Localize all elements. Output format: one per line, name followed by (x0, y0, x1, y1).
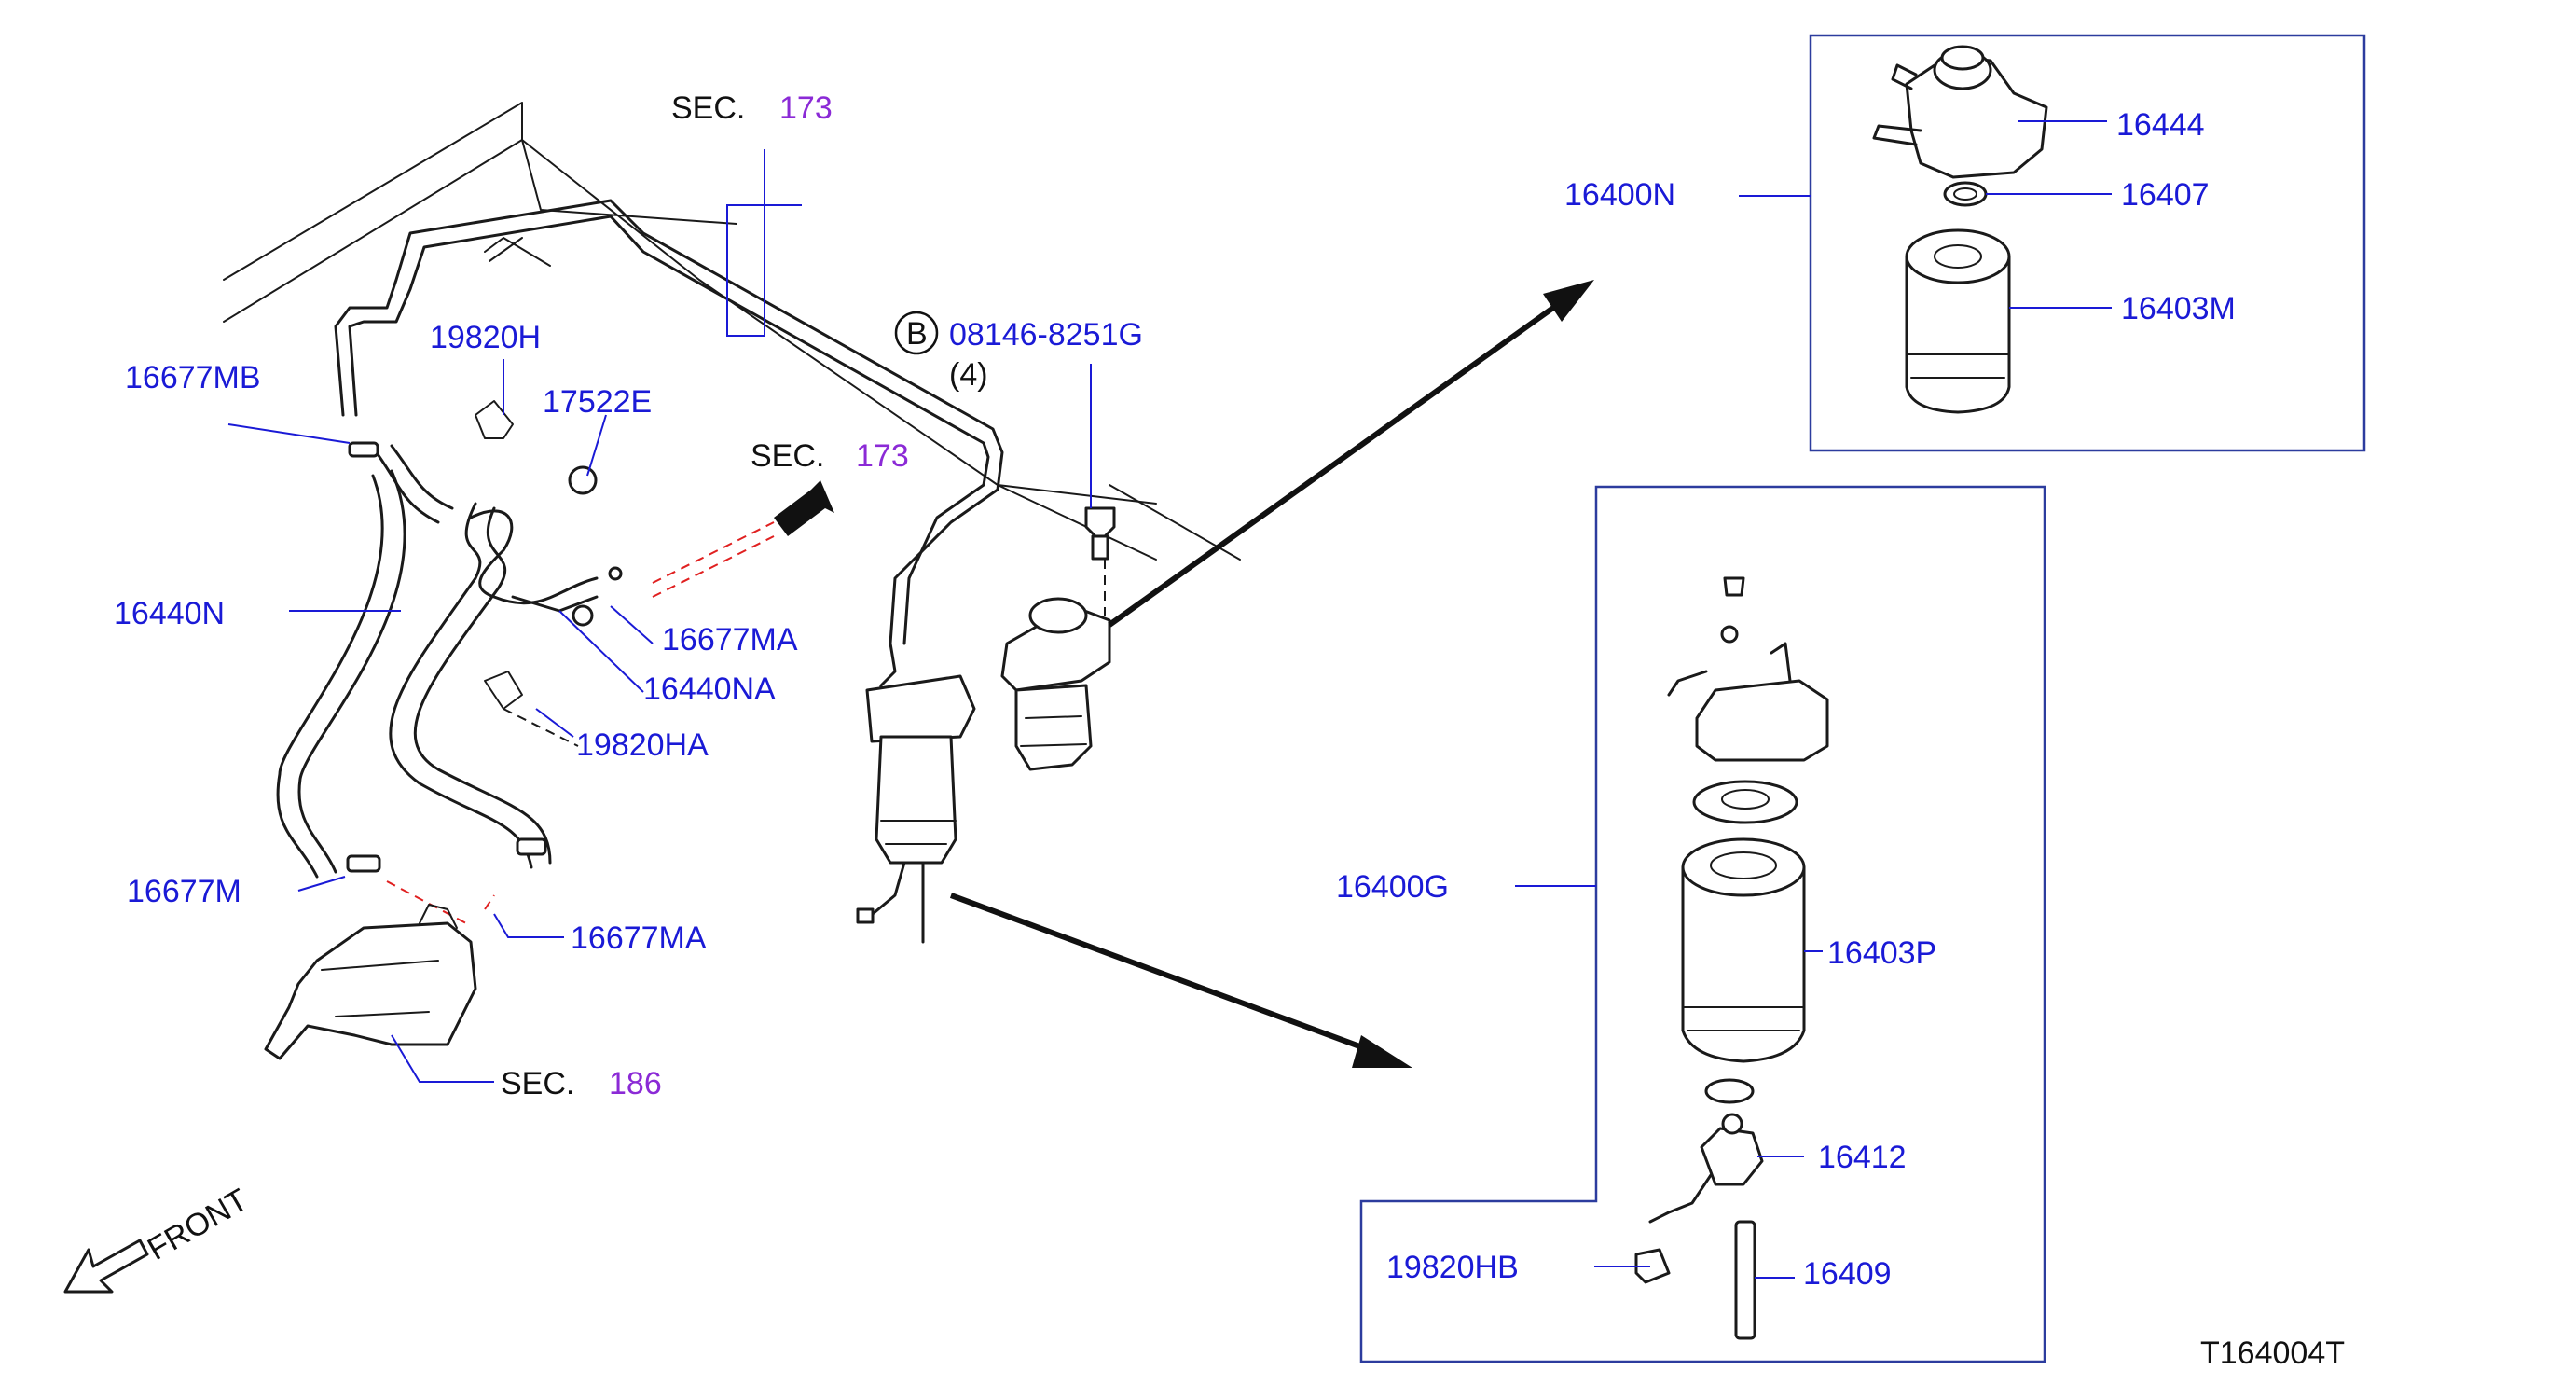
part-label-19820HB[interactable]: 19820HB (1386, 1250, 1519, 1285)
section-ref-middle-number[interactable]: 173 (856, 438, 909, 474)
o-ring (1704, 1078, 1755, 1104)
drain-plug-16412 (1648, 1113, 1764, 1224)
section-ref-top[interactable]: SEC. 173 (671, 90, 833, 126)
section-ref-middle[interactable]: SEC. 173 (751, 438, 909, 474)
part-label-16677MA-lower[interactable]: 16677MA (571, 920, 707, 956)
detail-box-16400G (1359, 485, 2046, 1363)
detail-box-16400N (1809, 34, 2366, 452)
filter-gasket-16400G (1692, 780, 1798, 824)
part-label-16407[interactable]: 16407 (2121, 177, 2210, 213)
part-label-16400N[interactable]: 16400N (1564, 177, 1675, 213)
section-ref-bottom[interactable]: SEC. 186 (501, 1066, 662, 1101)
bolt-circle-marker (894, 311, 939, 355)
bolt-circle-letter: B (906, 316, 928, 352)
fuel-filter-left-assembly (856, 674, 976, 944)
filter-element-16403P (1681, 837, 1806, 1063)
tube-16409 (1734, 1220, 1756, 1340)
front-label: FRONT (142, 1182, 254, 1266)
part-label-16677M[interactable]: 16677M (127, 874, 241, 909)
leader-lines (227, 120, 2112, 1279)
section-ref-middle-word: SEC. (751, 438, 824, 474)
section-ref-top-number[interactable]: 173 (779, 90, 833, 126)
hose-16440NA (389, 502, 599, 869)
bolt-part-number[interactable]: 08146-8251G (949, 317, 1143, 353)
bolt-08146-8251G (1084, 506, 1116, 561)
priming-pump-16444 (1872, 45, 2048, 179)
front-arrow (63, 1239, 149, 1294)
diagram-code: T164004T (2200, 1336, 2345, 1371)
part-label-16409[interactable]: 16409 (1803, 1256, 1892, 1292)
part-label-16440NA[interactable]: 16440NA (643, 671, 776, 707)
bolt-quantity: (4) (949, 357, 988, 393)
section-ref-bottom-number[interactable]: 186 (609, 1066, 662, 1101)
connector-19820HB (1634, 1248, 1671, 1284)
fuel-line-pipes (334, 199, 1004, 720)
bolt-callout[interactable]: B 08146-8251G (4) (894, 311, 1143, 393)
hose-clamps (346, 400, 623, 873)
part-label-16403P[interactable]: 16403P (1827, 935, 1936, 971)
callout-arrows (774, 280, 1594, 1068)
seal-ring-16407 (1943, 181, 1988, 207)
filter-element-16403M (1905, 228, 2011, 414)
part-label-16444[interactable]: 16444 (2116, 107, 2205, 143)
dashed-connection-lines (386, 521, 1106, 924)
part-label-16400G[interactable]: 16400G (1336, 869, 1449, 905)
part-label-17522E[interactable]: 17522E (543, 384, 652, 420)
fuel-filter-right-assembly (1000, 597, 1111, 771)
part-label-16412[interactable]: 16412 (1818, 1140, 1907, 1175)
hose-16440N (276, 444, 454, 879)
section-ref-top-word: SEC. (671, 90, 745, 126)
part-label-19820HA[interactable]: 19820HA (576, 727, 709, 763)
part-label-16440N[interactable]: 16440N (114, 596, 225, 631)
part-label-16677MA-upper[interactable]: 16677MA (662, 622, 798, 657)
part-label-19820H[interactable]: 19820H (430, 320, 541, 355)
part-label-16403M[interactable]: 16403M (2121, 291, 2236, 326)
fuel-pump-assembly (264, 904, 477, 1060)
section-ref-bottom-word: SEC. (501, 1066, 574, 1101)
filter-head-16400G (1667, 576, 1829, 762)
part-label-16677MB[interactable]: 16677MB (125, 360, 261, 395)
